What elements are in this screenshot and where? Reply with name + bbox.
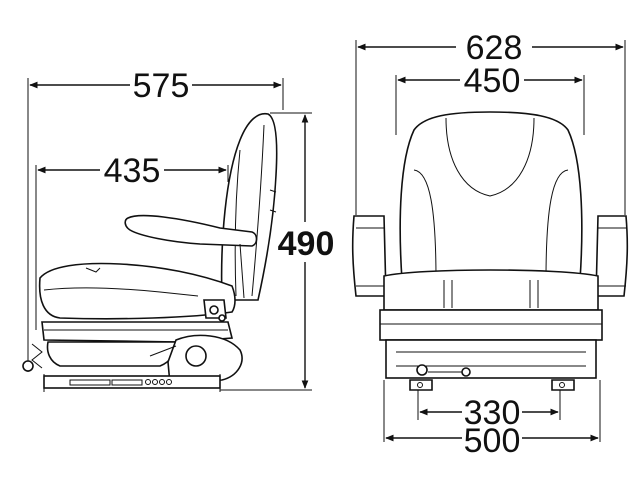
dim-label-overall-depth: 575 bbox=[133, 67, 190, 105]
dim-label-overall-height: 490 bbox=[278, 225, 335, 263]
dim-label-backrest-width: 450 bbox=[464, 62, 521, 100]
dim-label-rail-spacing: 330 bbox=[464, 394, 521, 432]
dim-label-overall-width: 628 bbox=[466, 29, 523, 67]
front-view: 628 450 330 500 bbox=[351, 29, 629, 460]
dim-label-base-width: 500 bbox=[464, 422, 521, 460]
side-view: 575 435 490 bbox=[22, 67, 335, 392]
seat-side-drawing bbox=[22, 112, 278, 392]
dim-label-seat-depth: 435 bbox=[104, 152, 161, 190]
seat-front-drawing bbox=[351, 111, 629, 391]
